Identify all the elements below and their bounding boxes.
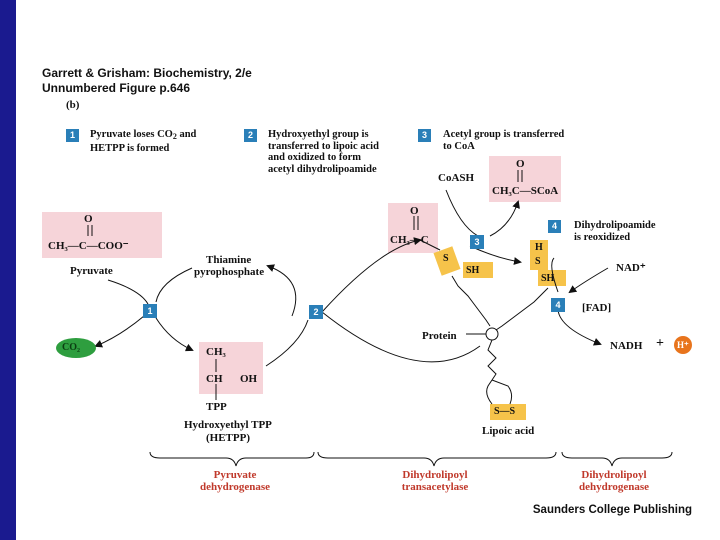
step-3-badge: 3 (418, 129, 431, 142)
scheme-step-3: 3 (474, 237, 479, 247)
acetyl-coa-oxygen: O (516, 158, 525, 170)
fad-label: [FAD] (582, 302, 612, 314)
tpp-label-line2: pyrophosphate (194, 266, 265, 278)
scheme-step-4: 4 (555, 300, 560, 310)
acetyl-oxygen: O (410, 205, 419, 217)
pyruvate-box (42, 212, 162, 258)
hetpp-box (199, 342, 263, 394)
scheme-step-2: 2 (313, 307, 318, 317)
publisher-credit: Saunders College Publishing (532, 504, 692, 516)
step-4-badge: 4 (548, 220, 561, 233)
lipoic-acid-label: Lipoic acid (482, 425, 535, 437)
thiol-sh-right: SH (541, 273, 555, 284)
acetyl-coa-box (489, 156, 561, 202)
acetyl-formula: CH₃—C (390, 234, 429, 246)
scheme-step-1: 1 (147, 306, 152, 316)
thiol-sh-box-left (463, 262, 493, 278)
coash-label: CoASH (438, 172, 475, 184)
pyruvate-oxygen: O (84, 213, 93, 225)
left-accent-bar (0, 0, 16, 540)
hetpp-oh: OH (240, 373, 258, 385)
thiol-s-right: S (535, 256, 541, 267)
figure-source-title: Garrett & Grisham: Biochemistry, 2/e (42, 66, 252, 80)
co2-label: CO₂ (62, 342, 80, 353)
hplus-label: H⁺ (677, 340, 689, 350)
panel-label: (b) (66, 99, 80, 111)
pyruvate-label: Pyruvate (70, 265, 113, 277)
thiol-sh-left: SH (466, 265, 480, 276)
step-2-badge: 2 (244, 129, 257, 142)
nadh-label: NADH (610, 340, 643, 352)
figure-number: Unnumbered Figure p.646 (42, 81, 191, 95)
step-1-badge: 1 (66, 129, 79, 142)
disulfide-box (490, 404, 526, 420)
pyruvate-formula: CH₃—C—COO⁻ (48, 240, 129, 252)
thiol-hs-box (530, 240, 548, 270)
thiol-s-left: S (443, 253, 449, 264)
hetpp-ch: CH (206, 373, 223, 385)
hetpp-tpp: TPP (206, 401, 227, 413)
acetyl-coa-formula: CH₃C—SCoA (492, 185, 559, 197)
protein-label: Protein (422, 330, 457, 342)
disulfide-label: S—S (494, 406, 516, 417)
thiol-sh-box-right (538, 270, 566, 286)
hetpp-ch3: CH₃ (206, 346, 226, 358)
thiol-h: H (535, 242, 543, 253)
nad-label: NAD⁺ (616, 262, 646, 274)
hetpp-label-line1: Hydroxyethyl TPP (184, 419, 272, 431)
step-1-text: Pyruvate loses CO2 and HETPP is formed (90, 129, 197, 154)
tpp-label-line1: Thiamine (206, 254, 252, 266)
hetpp-label-line2: (HETPP) (206, 432, 250, 444)
plus-sign: + (656, 336, 664, 351)
